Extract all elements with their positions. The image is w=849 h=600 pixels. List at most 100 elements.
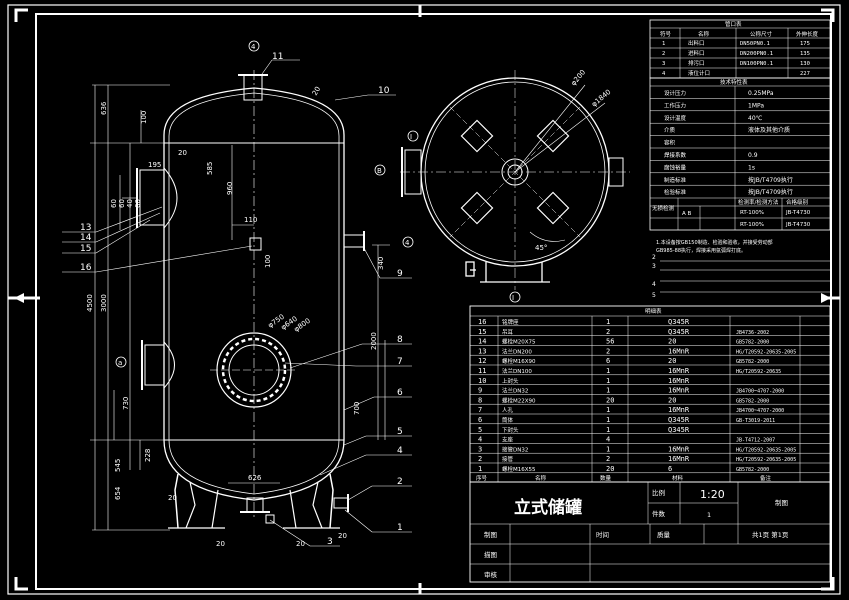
balloon-9: 9 — [397, 269, 403, 279]
dim-340: 340 — [377, 257, 385, 270]
dim-960: 960 — [226, 182, 234, 195]
part-number: 9 — [478, 387, 482, 395]
dim-730: 730 — [122, 397, 130, 410]
part-note: GB5782-2000 — [736, 359, 769, 365]
balloon-16: 16 — [80, 263, 92, 273]
svg-text:a: a — [118, 359, 122, 367]
balloon-11: 11 — [272, 52, 283, 62]
part-qty: 1 — [606, 367, 610, 375]
tech-value: 按JB/T4709执行 — [748, 188, 793, 196]
technical-notes: 1.本设备按GB150制造、检验和验收，并接受劳动部 GB985-88执行，焊接… — [652, 239, 830, 299]
plan-marker-e: 4 — [402, 236, 414, 248]
dim-545: 545 — [114, 459, 122, 472]
part-number: 5 — [478, 426, 482, 434]
nozzle-length: 135 — [800, 51, 810, 57]
part-qty: 4 — [606, 436, 610, 444]
tech-key: 制造标准 — [664, 176, 687, 184]
dim-110: 110 — [244, 216, 257, 224]
part-number: 2 — [478, 455, 482, 463]
part-name: 铭牌座 — [502, 318, 519, 326]
parts-foot-mat: 材料 — [672, 474, 684, 482]
part-note: GB5782-2000 — [736, 467, 769, 473]
center-arrow-marks — [14, 293, 831, 303]
part-material: 6 — [668, 465, 672, 473]
part-number: 15 — [478, 328, 486, 336]
dim-636: 636 — [100, 101, 108, 115]
part-qty: 2 — [606, 347, 610, 355]
checker-label: 描图 — [484, 550, 497, 559]
part-material: 16MnR — [668, 347, 690, 355]
balloon-14: 14 — [80, 233, 92, 243]
parts-foot-no: 序号 — [476, 474, 488, 482]
tech-table-title: 技术特性表 — [720, 78, 748, 86]
part-name: 法兰DN100 — [502, 367, 532, 375]
dim-3000: 3000 — [100, 294, 108, 312]
part-qty: 1 — [606, 426, 610, 434]
left-lower-nozzle — [141, 340, 175, 390]
parts-foot-name: 名称 — [535, 474, 547, 482]
bottom-drain-nozzle — [240, 497, 275, 524]
nde-label: 无损检测 — [652, 204, 675, 212]
left-inlet-nozzle — [122, 167, 178, 229]
part-note: GB5782-2000 — [736, 398, 769, 404]
dim-2000: 2000 — [370, 332, 378, 350]
part-name: 下封头 — [502, 426, 519, 434]
part-name: 支座 — [502, 436, 514, 444]
dim-40: 40 — [126, 199, 134, 208]
part-qty: 1 — [606, 387, 610, 395]
part-name: 吊耳 — [502, 329, 514, 336]
part-note: GB-T3019-2011 — [736, 418, 775, 424]
plan-marker-b: B — [374, 164, 386, 176]
dim-phi1840: φ1840 — [590, 88, 612, 109]
nde-r2-b: JB-T4730 — [785, 222, 811, 228]
part-number: 14 — [478, 338, 486, 346]
svg-text:Ⅰ: Ⅰ — [410, 133, 412, 141]
part-material: 16MnR — [668, 406, 690, 414]
tech-key: 介质 — [664, 126, 676, 134]
tech-value: 0.25MPa — [748, 90, 774, 97]
plan-view-lugs — [460, 119, 570, 225]
nozzle-symbol: 1 — [662, 41, 665, 47]
part-name: 上封头 — [502, 377, 519, 385]
tech-key: 容积 — [664, 139, 676, 147]
parts-foot-note: 备注 — [760, 474, 772, 482]
tank-plan-view: φ200 φ1840 45° B Ⅰ Ⅰ 4 — [374, 68, 630, 303]
dim-100: 100 — [140, 111, 148, 124]
tech-value: 0.9 — [748, 152, 758, 159]
balloon-13: 13 — [80, 223, 91, 233]
dim-20f: 20 — [338, 532, 347, 540]
balloon-4: 4 — [397, 446, 403, 456]
reviewer-label: 审核 — [484, 570, 498, 579]
marker-a: a — [115, 356, 127, 368]
tank-elevation-view: 636 100 20 20 195 585 960 110 100 60 60 … — [86, 40, 390, 548]
dim-45: 45° — [535, 244, 547, 252]
part-name: 螺栓M22X90 — [502, 396, 536, 404]
sheet-info: 共1页 第1页 — [752, 530, 789, 539]
note-5: 5 — [652, 292, 656, 299]
dim-4500: 4500 — [86, 294, 94, 312]
part-note: HG/T20592-20635 — [736, 369, 781, 375]
title-block: 立式储罐 比例 1:20 件数 1 制图 制图 时间 质量 共1页 第1页 描图… — [469, 481, 831, 583]
part-material: 20 — [668, 357, 676, 365]
part-qty: 1 — [606, 416, 610, 424]
balloon-1: 1 — [397, 523, 403, 533]
nozzle-spec: DN50PN0.1 — [740, 41, 770, 47]
nozzle-spec: DN200PN0.1 — [740, 51, 773, 57]
part-number: 1 — [478, 465, 482, 473]
parts-table-title: 明细表 — [645, 307, 662, 315]
part-number: 3 — [478, 445, 482, 453]
plan-marker-d: Ⅰ — [407, 130, 419, 142]
tech-value: 1MPa — [748, 102, 764, 109]
plan-view-legs — [465, 261, 550, 283]
nozzle-name: 排污口 — [688, 59, 705, 67]
nozzle-symbol: 3 — [662, 61, 665, 67]
weight-label: 质量 — [657, 530, 671, 539]
part-number: 8 — [478, 396, 482, 404]
svg-text:4: 4 — [405, 239, 410, 247]
tech-value: 40℃ — [748, 115, 763, 122]
note-line-1: 1.本设备按GB150制造、检验和验收，并接受劳动部 — [656, 239, 773, 246]
part-number: 7 — [478, 406, 482, 414]
nde-r1-a: RT-100% — [740, 210, 764, 216]
